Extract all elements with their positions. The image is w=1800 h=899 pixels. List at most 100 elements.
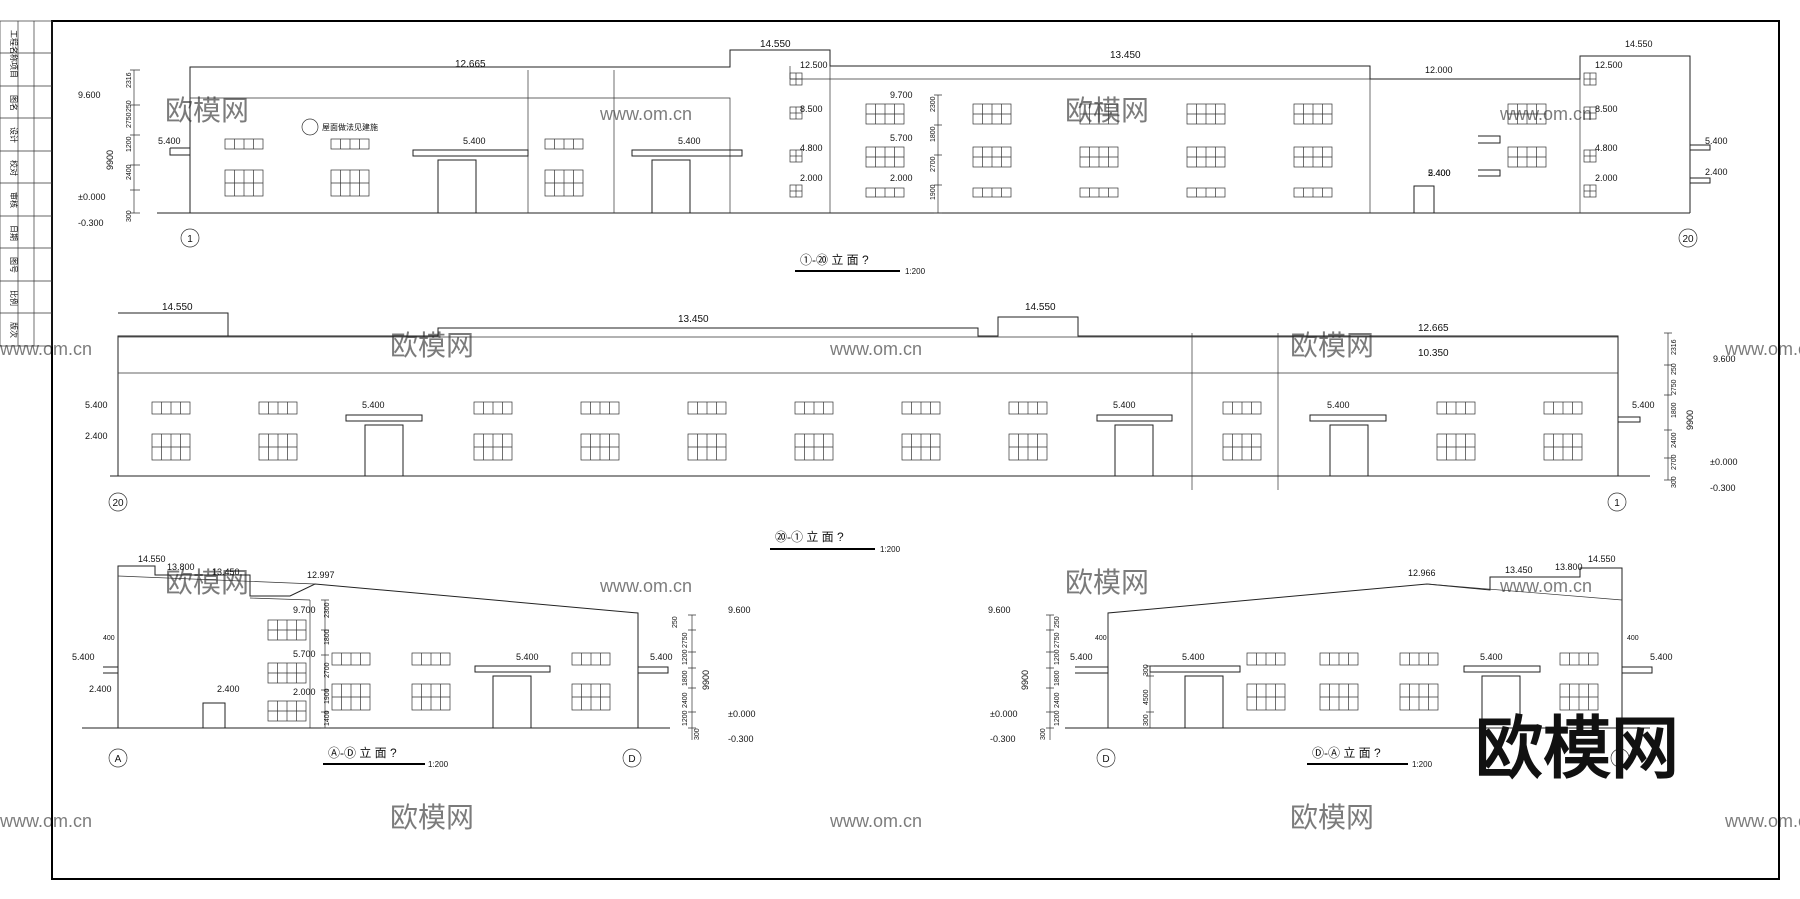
dimension-total: 9900: [701, 670, 711, 690]
elevation-title: Ⓐ-Ⓓ 立 面 ?: [328, 745, 397, 760]
level-mark: 9.600: [988, 605, 1011, 615]
watermark-brand: 欧模网: [390, 802, 474, 833]
window: [1079, 103, 1119, 125]
level-mark: 2.000: [800, 173, 823, 183]
window: [687, 401, 727, 415]
dimension-text: 2750: [682, 632, 689, 648]
window: [1559, 652, 1599, 666]
canopy: [103, 666, 669, 674]
dimension-text: 300: [1040, 728, 1047, 740]
window: [580, 433, 620, 461]
level-mark: 12.500: [1595, 60, 1623, 70]
window: [1319, 683, 1359, 711]
level-mark: 5.400: [1428, 168, 1451, 178]
dimension-line: [934, 94, 942, 214]
watermark-url: www.om.cn: [1499, 576, 1592, 596]
level-mark: 13.450: [678, 314, 709, 325]
window: [1319, 652, 1359, 666]
dimension-text: 1400: [324, 710, 331, 726]
door: [202, 702, 226, 729]
wall-lines: [789, 66, 1370, 80]
window: [258, 401, 298, 415]
level-marks: 14.550 13.450 12.665 12.500 12.500 12.00…: [78, 39, 1728, 228]
level-mark: ±0.000: [1710, 457, 1737, 467]
window: [331, 683, 371, 711]
dimension-text: 2300: [324, 602, 331, 618]
axis-label: 1: [187, 234, 193, 245]
level-mark: 2.000: [1595, 173, 1618, 183]
watermark-url: www.om.cn: [1724, 339, 1800, 359]
window: [1186, 146, 1226, 168]
door: [1413, 185, 1435, 214]
dimension-text: 1200: [1054, 710, 1061, 726]
level-mark: 12.500: [800, 60, 828, 70]
watermark-brand: 欧模网: [165, 95, 249, 126]
dimension-line: [1664, 332, 1672, 481]
dimension-text: 2700: [324, 662, 331, 678]
elevation-scale: 1:200: [428, 760, 449, 769]
door: [437, 159, 477, 214]
level-mark: 2.400: [217, 684, 240, 694]
level-mark: 12.966: [1408, 568, 1436, 578]
level-mark: 5.400: [678, 136, 701, 146]
elevation-title: ①-⑳ 立 面 ?: [800, 252, 869, 267]
window: [1436, 433, 1476, 461]
watermark-url: www.om.cn: [829, 339, 922, 359]
title-block-label: 工程名称: [9, 30, 19, 62]
window: [473, 433, 513, 461]
window: [1186, 187, 1226, 198]
level-mark: 5.700: [293, 649, 316, 659]
axis-bubble: [1678, 228, 1698, 248]
dimension-text: 2750: [1054, 632, 1061, 648]
dimension-text: 1800: [324, 629, 331, 645]
dimension-text: 1200: [126, 136, 133, 152]
door: [364, 424, 404, 477]
window: [1583, 106, 1597, 120]
building-outline: [189, 49, 1691, 213]
canopy: [169, 147, 190, 156]
window: [330, 169, 370, 197]
dimension-text: 2750: [126, 112, 133, 128]
dimension-text: 300: [126, 210, 133, 222]
brand-logo: 欧模网: [1475, 711, 1679, 787]
window: [1079, 187, 1119, 198]
level-mark: 400: [1095, 635, 1107, 642]
dimension-text: 2400: [1671, 432, 1678, 448]
level-mark: -0.300: [1710, 483, 1736, 493]
level-mark: 2.000: [890, 173, 913, 183]
title-block-label: 审核: [9, 192, 19, 208]
elevation-title: ⑳-① 立 面 ?: [775, 529, 844, 544]
axis-bubble: [180, 228, 200, 248]
axis-bubble: [622, 748, 642, 768]
dimension-text: 300: [1671, 476, 1678, 488]
level-mark: 8.500: [800, 104, 823, 114]
elevation-a-d: 14.550 13.800 13.450 12.997 9.700 9.600 …: [72, 554, 755, 769]
window: [544, 138, 584, 150]
dimension-text: 2400: [126, 164, 133, 180]
level-mark: 400: [1627, 635, 1639, 642]
canopy: [1690, 144, 1711, 184]
level-mark: 14.550: [1025, 302, 1056, 313]
level-mark: 5.400: [158, 136, 181, 146]
level-mark: -0.300: [78, 218, 104, 228]
level-mark: 5.400: [1650, 652, 1673, 662]
watermark-brand: 欧模网: [1290, 802, 1374, 833]
level-mark: 14.550: [138, 554, 166, 564]
dimension-text: 1800: [682, 670, 689, 686]
dimension-text: 300: [1143, 664, 1150, 676]
axis-bubble: [108, 748, 128, 768]
watermark-url: www.om.cn: [0, 811, 92, 831]
elevation-d-a: 12.966 13.450 13.800 14.550 9.600 5.400 …: [988, 554, 1673, 769]
level-mark: 13.800: [167, 562, 195, 572]
window-group: [267, 619, 611, 722]
detail-callout: [301, 118, 319, 136]
level-mark: 5.400: [85, 400, 108, 410]
window: [331, 652, 371, 666]
dimension-text: 250: [1054, 616, 1061, 628]
dimension-line: [130, 69, 140, 214]
dimension-text: 250: [1671, 363, 1678, 375]
window: [1246, 652, 1286, 666]
window: [1507, 146, 1547, 168]
dimension-line: [1146, 665, 1154, 728]
window: [1008, 433, 1048, 461]
